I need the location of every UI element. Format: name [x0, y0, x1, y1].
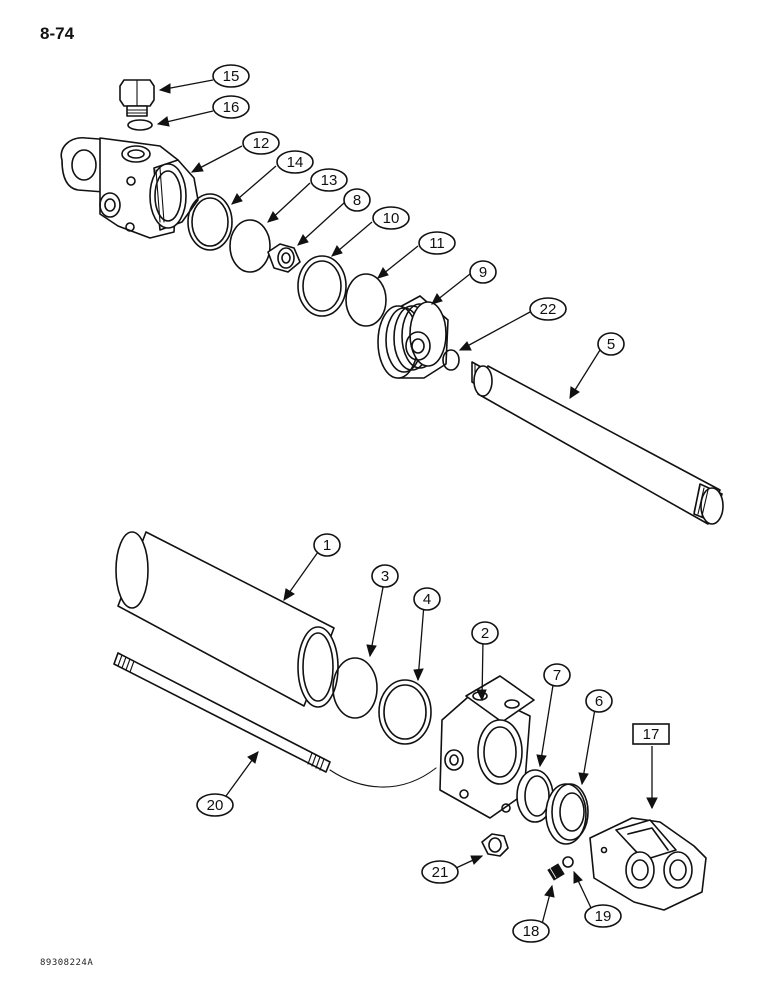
- part-18-set-screw: [547, 863, 565, 881]
- svg-text:5: 5: [607, 336, 615, 353]
- part-21-nut: [481, 833, 509, 857]
- svg-text:1: 1: [323, 537, 331, 554]
- leader-arrowheads: [156, 83, 658, 898]
- callout-15: 15: [212, 64, 250, 88]
- part-22-o-ring: [442, 349, 460, 371]
- svg-text:4: 4: [423, 591, 431, 608]
- callout-16: 16: [212, 95, 250, 119]
- callout-20: 20: [196, 793, 234, 817]
- svg-text:15: 15: [223, 68, 240, 85]
- callout-2: 2: [471, 621, 499, 645]
- callout-22: 22: [529, 297, 567, 321]
- svg-text:3: 3: [381, 568, 389, 585]
- callout-11: 11: [418, 231, 456, 255]
- callout-4: 4: [413, 587, 441, 611]
- callout-13: 13: [310, 168, 348, 192]
- part-20-tie-rod: [113, 652, 331, 773]
- part-10-seal-ring: [297, 255, 347, 317]
- callout-3: 3: [371, 564, 399, 588]
- svg-text:10: 10: [383, 210, 400, 227]
- svg-text:21: 21: [432, 864, 449, 881]
- callout-17: 17: [632, 723, 670, 745]
- svg-text:20: 20: [207, 797, 224, 814]
- drawing-reference-code: 89308224A: [40, 958, 94, 968]
- svg-text:13: 13: [321, 172, 338, 189]
- part-17-clevis: [589, 817, 707, 911]
- part-11-o-ring: [345, 273, 387, 327]
- svg-text:8: 8: [353, 192, 361, 209]
- callout-7: 7: [543, 663, 571, 687]
- svg-text:2: 2: [481, 625, 489, 642]
- callout-1: 1: [313, 533, 341, 557]
- callout-12: 12: [242, 131, 280, 155]
- svg-text:11: 11: [429, 235, 445, 252]
- callout-6: 6: [585, 689, 613, 713]
- svg-text:19: 19: [595, 908, 612, 925]
- page-number: 8-74: [40, 24, 75, 43]
- callout-14: 14: [276, 150, 314, 174]
- part-15-plug: [119, 79, 155, 117]
- part-4-backup-ring: [378, 679, 432, 745]
- part-19-ball: [562, 856, 574, 868]
- part-1-cylinder-tube: [115, 531, 339, 708]
- part-5-piston-rod: [471, 361, 724, 525]
- part-6-rod-seal: [545, 783, 589, 845]
- tie-rod-connection-line: [329, 767, 437, 788]
- svg-text:12: 12: [253, 135, 270, 152]
- callout-8: 8: [343, 188, 371, 212]
- part-16-o-ring: [127, 119, 153, 131]
- part-12-cylinder-end-cap: [60, 137, 199, 239]
- svg-text:9: 9: [479, 264, 487, 281]
- callout-19: 19: [584, 904, 622, 928]
- part-9-piston: [377, 295, 449, 379]
- part-2-rod-end-cap: [439, 675, 535, 819]
- part-14-backup-ring: [187, 193, 233, 251]
- part-8-nut: [267, 243, 301, 273]
- callout-18: 18: [512, 919, 550, 943]
- svg-text:18: 18: [523, 923, 540, 940]
- part-13-o-ring: [229, 219, 271, 273]
- callout-9: 9: [469, 260, 497, 284]
- callout-21: 21: [421, 860, 459, 884]
- callout-5: 5: [597, 332, 625, 356]
- svg-text:22: 22: [540, 301, 557, 318]
- svg-text:16: 16: [223, 99, 240, 116]
- part-3-o-ring: [332, 657, 378, 719]
- svg-text:6: 6: [595, 693, 603, 710]
- callout-10: 10: [372, 206, 410, 230]
- svg-text:7: 7: [553, 667, 561, 684]
- svg-text:14: 14: [287, 154, 304, 171]
- svg-text:17: 17: [643, 726, 660, 743]
